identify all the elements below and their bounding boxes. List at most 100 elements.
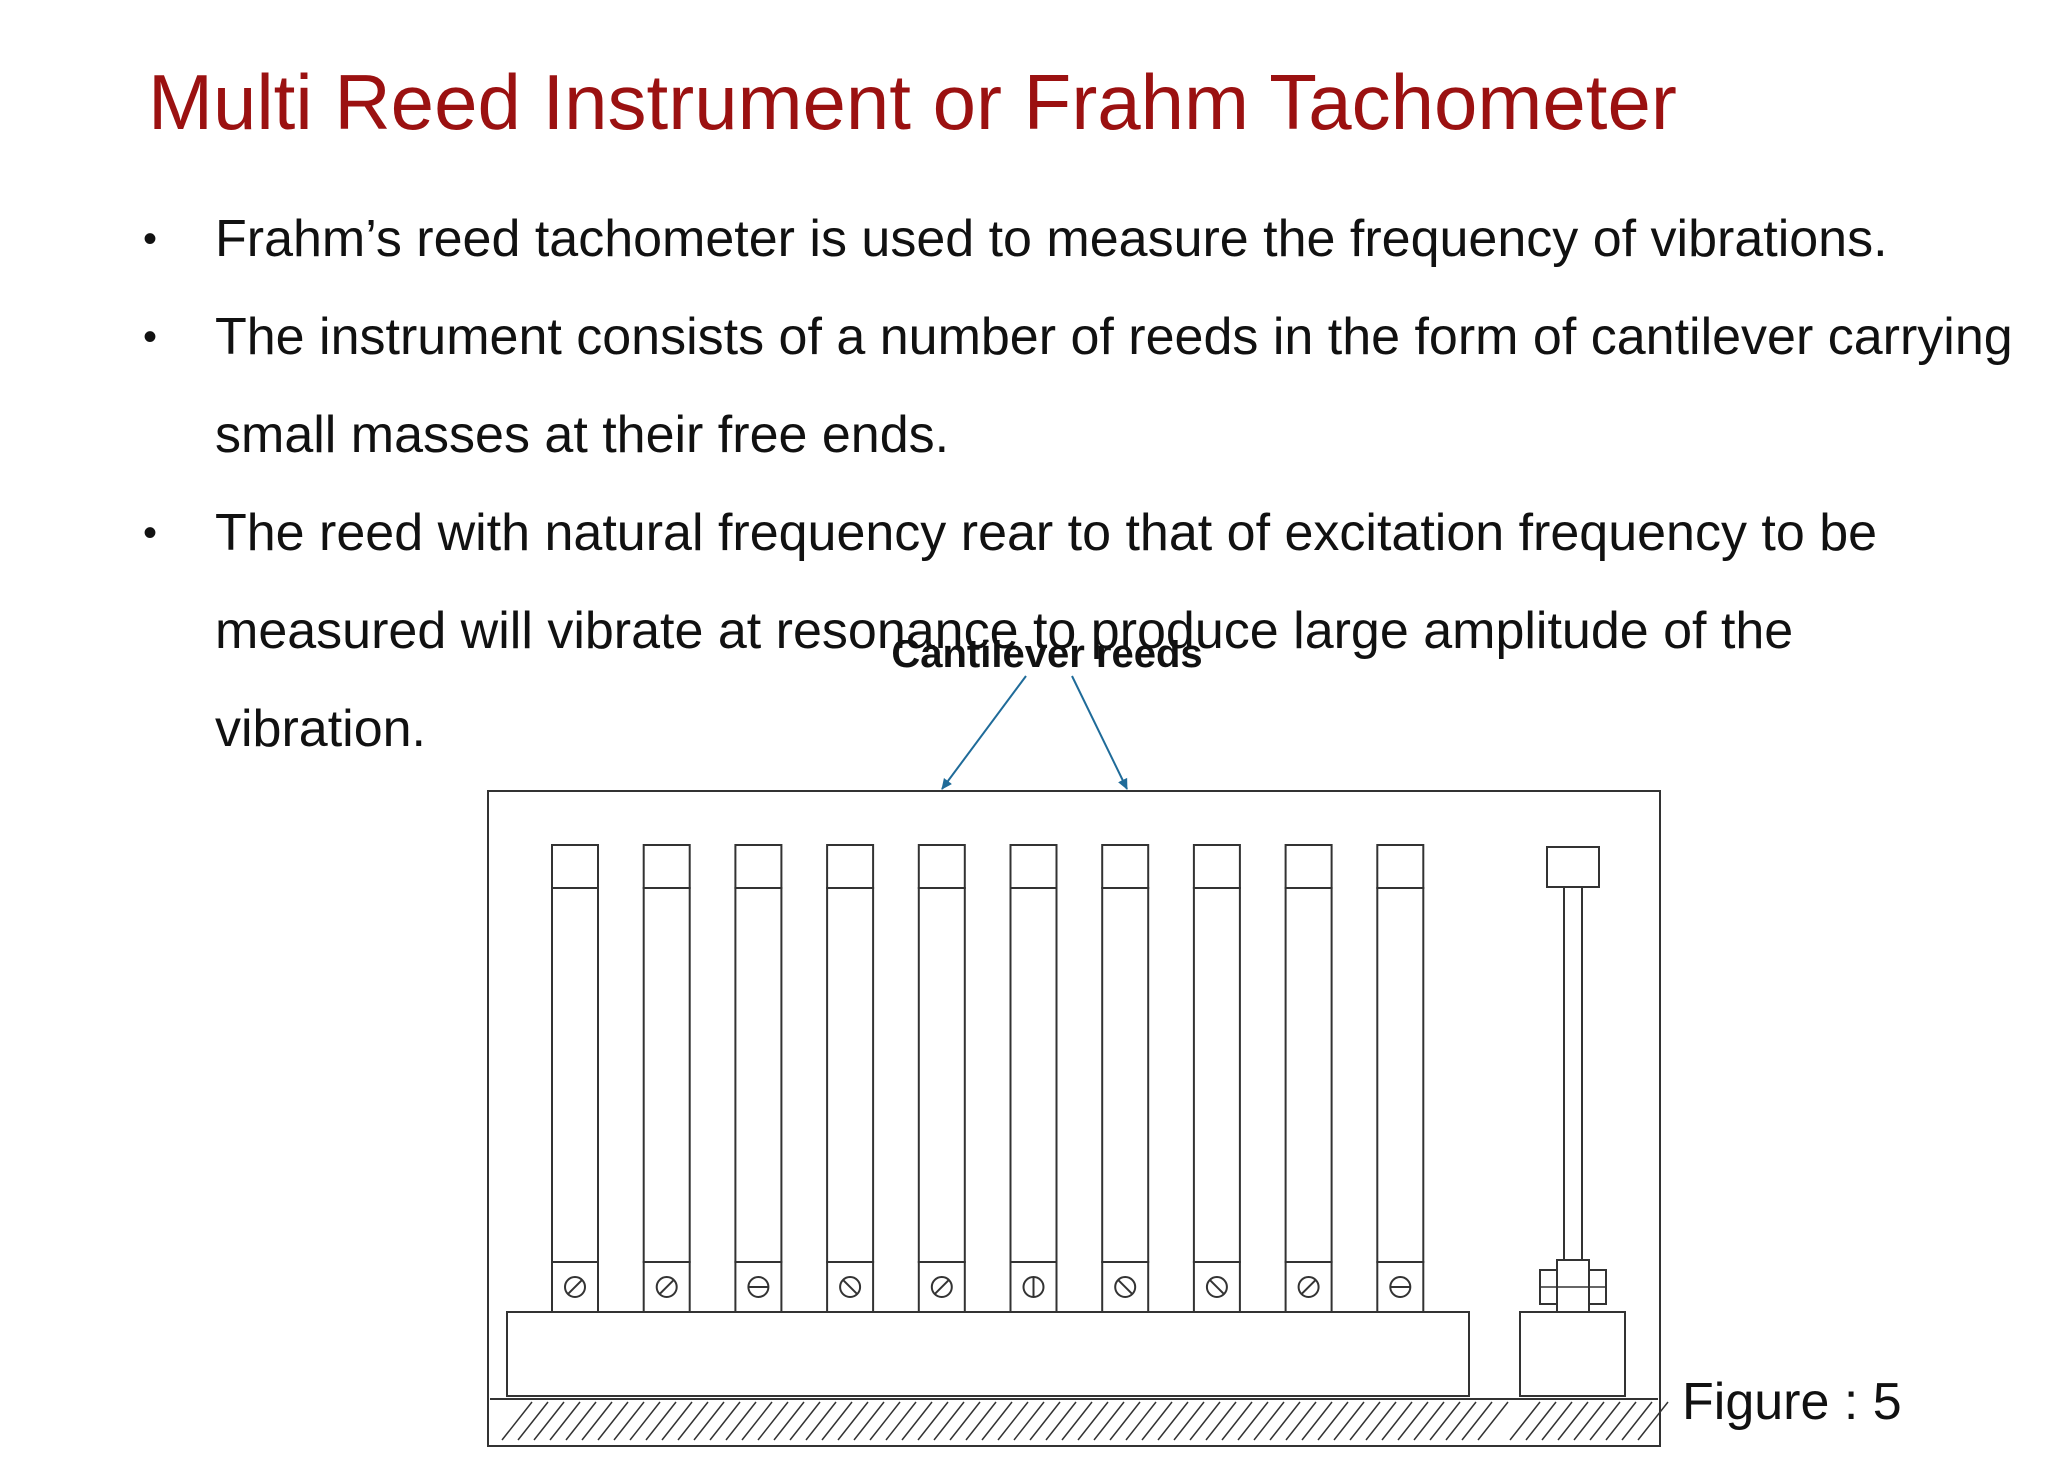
reed-mass (1192, 844, 1241, 889)
hatch-line (1637, 1401, 1669, 1441)
hatch-line (693, 1401, 725, 1441)
hatch-line (1397, 1401, 1429, 1441)
bullet-item: • The instrument consists of a number of… (135, 288, 2015, 484)
bullet-text: The instrument consists of a number of r… (215, 308, 2013, 464)
reed-strip (734, 887, 783, 1263)
bullet-marker: • (143, 511, 158, 555)
reference-base-block (1519, 1311, 1626, 1397)
hatch-line (1061, 1401, 1093, 1441)
hatch-line (1429, 1401, 1461, 1441)
cantilever-reed (1284, 844, 1333, 1313)
bullet-text: Frahm’s reed tachometer is used to measu… (215, 210, 1888, 268)
hatch-line (1173, 1401, 1205, 1441)
reed-mass (551, 844, 599, 889)
hatch-line (917, 1401, 949, 1441)
cantilever-reeds-label: Cantilever reeds (891, 640, 1202, 676)
screw-head-icon (1114, 1276, 1137, 1298)
cantilever-reed (917, 844, 966, 1313)
reed-mass (1009, 844, 1058, 889)
ground-hatching (490, 1398, 1669, 1441)
cantilever-reed (1376, 844, 1425, 1313)
hatch-line (1445, 1401, 1477, 1441)
hatch-line (1013, 1401, 1045, 1441)
bullet-marker: • (143, 217, 158, 261)
bullet-text: The reed with natural frequency rear to … (215, 504, 1878, 758)
hatch-line (1253, 1401, 1285, 1441)
hatch-line (1589, 1401, 1621, 1441)
hatch-line (1573, 1401, 1605, 1441)
hatch-line (1205, 1401, 1237, 1441)
screw-slot (842, 1279, 858, 1295)
hatch-line (1541, 1401, 1573, 1441)
reed-mass (734, 844, 783, 889)
screw-slot (567, 1279, 583, 1295)
hatch-line (517, 1401, 549, 1441)
hatch-line (1525, 1401, 1557, 1441)
figure-caption: Figure : 5 (1682, 1373, 1902, 1431)
hatch-line (1141, 1401, 1173, 1441)
hatch-line (1605, 1401, 1637, 1441)
reed-mass (642, 844, 691, 889)
hatch-line (1301, 1401, 1333, 1441)
cantilever-reed (1192, 844, 1241, 1313)
hatch-line (645, 1401, 677, 1441)
reed-strip (642, 887, 691, 1263)
reed-mass (1284, 844, 1333, 889)
hatch-line (565, 1401, 597, 1441)
hatch-line (629, 1401, 661, 1441)
hatch-line (1125, 1401, 1157, 1441)
screw-head-icon (655, 1276, 678, 1298)
hatch-line (1269, 1401, 1301, 1441)
hatch-line (1413, 1401, 1445, 1441)
cantilever-reed (1101, 844, 1150, 1313)
reed-strip (1192, 887, 1241, 1263)
annotation-arrow-left (941, 675, 1027, 790)
hatch-line (533, 1401, 565, 1441)
reed-mass (826, 844, 875, 889)
bullet-item: • Frahm’s reed tachometer is used to mea… (135, 190, 2015, 288)
hatch-line (1349, 1401, 1381, 1441)
reed-strip (1009, 887, 1058, 1263)
hatch-line (1093, 1401, 1125, 1441)
hatch-line (805, 1401, 837, 1441)
hatch-line (997, 1401, 1029, 1441)
hatch-line (613, 1401, 645, 1441)
reed-mass (917, 844, 966, 889)
screw-head-icon (1205, 1276, 1228, 1298)
hatch-line (1237, 1401, 1269, 1441)
hatch-line (757, 1401, 789, 1441)
hatch-line (821, 1401, 853, 1441)
reed-tachometer-figure: Cantilever reeds (350, 632, 1680, 1462)
cantilever-reed (826, 844, 875, 1313)
hatch-line (885, 1401, 917, 1441)
hatch-line (1077, 1401, 1109, 1441)
hatch-line (869, 1401, 901, 1441)
hatch-line (837, 1401, 869, 1441)
screw-head-icon (930, 1276, 953, 1298)
screw-slot (1117, 1279, 1133, 1295)
screw-slot (658, 1279, 675, 1295)
reed-strip (917, 887, 966, 1263)
screw-head-icon (839, 1276, 862, 1298)
hatch-line (677, 1401, 709, 1441)
hatch-line (1557, 1401, 1589, 1441)
hatch-line (789, 1401, 821, 1441)
hatch-line (1317, 1401, 1349, 1441)
reed-strip (551, 887, 599, 1263)
screw-head-icon (564, 1276, 586, 1298)
hatch-line (933, 1401, 965, 1441)
reed-group (551, 844, 1425, 1313)
reed-mass (1101, 844, 1150, 889)
hatch-line (981, 1401, 1013, 1441)
hatch-line (853, 1401, 885, 1441)
screw-head-icon (1297, 1276, 1320, 1298)
hatch-line (1509, 1401, 1541, 1441)
hatch-line (1333, 1401, 1365, 1441)
hatch-line (709, 1401, 741, 1441)
reed-strip (1284, 887, 1333, 1263)
hatch-line (1157, 1401, 1189, 1441)
hatch-line (965, 1401, 997, 1441)
hatch-line (1381, 1401, 1413, 1441)
hatch-line (741, 1401, 773, 1441)
hatch-line (725, 1401, 757, 1441)
